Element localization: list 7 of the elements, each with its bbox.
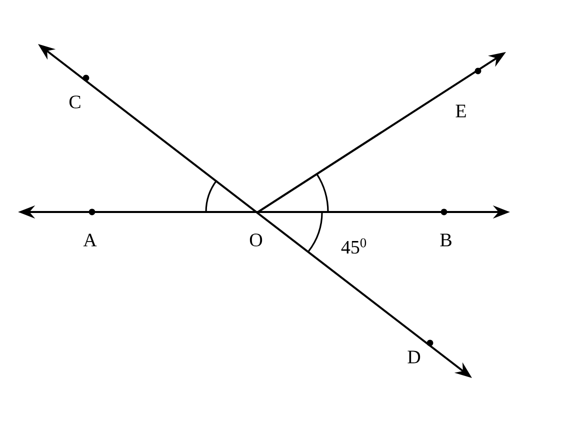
point-label: C xyxy=(69,96,80,108)
point-label: D xyxy=(408,350,420,364)
point-label: O xyxy=(250,234,262,246)
point-label: A xyxy=(83,234,97,246)
angle-label: 45$^{0}$ xyxy=(341,238,366,254)
point-label: E xyxy=(456,104,466,118)
point-label: B xyxy=(440,234,452,246)
